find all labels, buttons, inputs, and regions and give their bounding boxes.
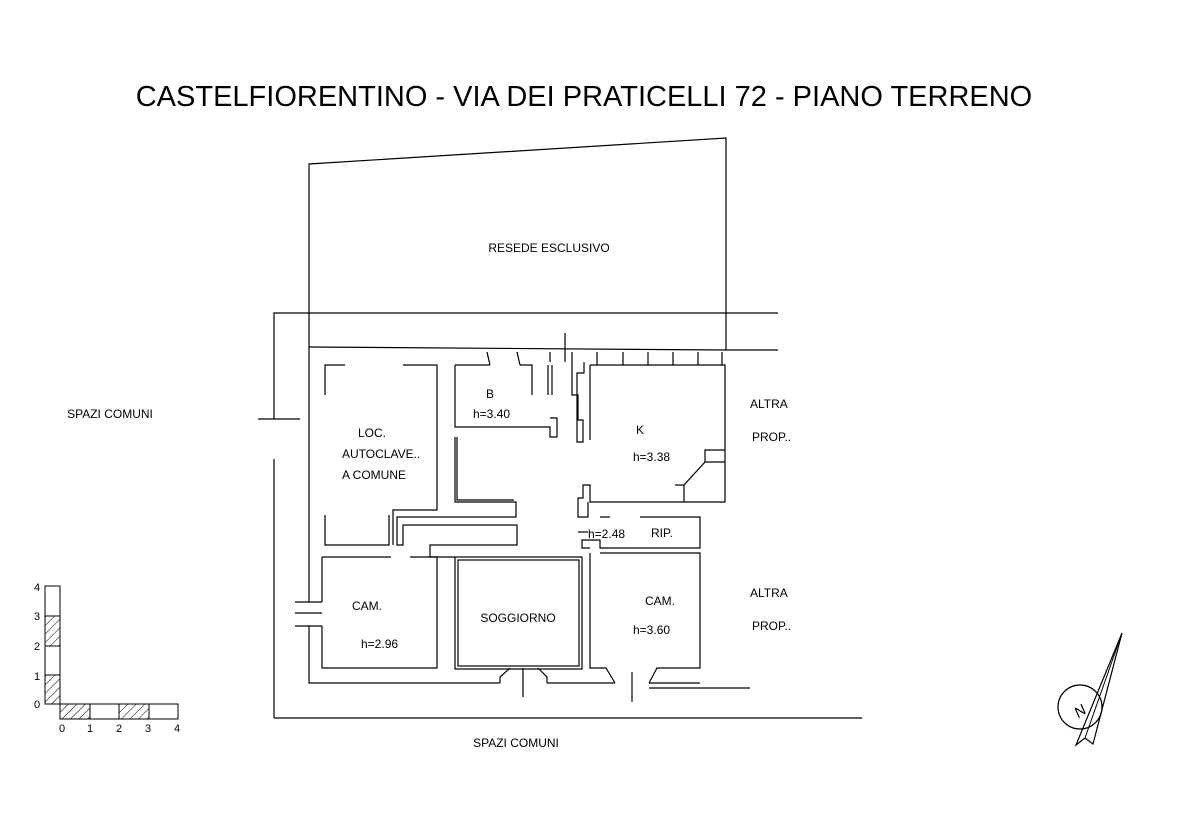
room-soggiorno [430,556,583,697]
room-height-corridoio: h=2.48 [588,527,625,541]
scale-x-tick-4: 4 [174,723,180,735]
room-label-ripostiglio: RIP. [651,526,673,540]
corridor-walls [396,352,585,557]
room-camera-left [321,556,438,669]
room-label-camera-right: CAM. [645,594,675,608]
scale-x-tick-3: 3 [145,723,151,735]
scale-y-tick-2: 2 [34,641,40,653]
room-label-autoclave: AUTOCLAVE.. [342,447,420,461]
resede-label: RESEDE ESCLUSIVO [488,241,609,255]
room-height-bagno: h=3.40 [473,407,510,421]
scale-x-tick-0: 0 [59,723,65,735]
spazi-comuni-left-label: SPAZI COMUNI [67,407,153,421]
room-camera-right [589,552,701,702]
scale-y-tick-0: 0 [34,699,40,711]
building-outline [295,346,727,684]
altra-prop-label-2: ALTRA [750,586,788,600]
room-cucina [577,352,726,518]
scale-x-tick-1: 1 [87,723,93,735]
room-label-loc: LOC. [358,426,386,440]
room-height-camera-left: h=2.96 [361,637,398,651]
scale-bar: 0 1 2 3 4 0 1 2 3 4 [34,582,180,735]
room-label-comune: A COMUNE [342,468,406,482]
plan-title: CASTELFIORENTINO - VIA DEI PRATICELLI 72… [136,81,1033,113]
scale-y-tick-4: 4 [34,582,40,594]
room-label-bagno: B [486,387,494,401]
scale-x-tick-2: 2 [116,723,122,735]
room-height-camera-right: h=3.60 [633,623,670,637]
north-arrow-icon: N [1057,632,1123,747]
room-label-cucina: K [636,423,644,437]
room-label-soggiorno: SOGGIORNO [480,611,555,625]
room-ripostiglio [578,516,701,549]
room-bagno [454,333,566,438]
altra-prop-label-2b: PROP.. [752,619,791,633]
boundary-lines [258,312,862,719]
altra-prop-label-1: ALTRA [750,397,788,411]
altra-prop-label-1b: PROP.. [752,430,791,444]
room-label-camera-left: CAM. [352,599,382,613]
room-loc-autoclave [324,364,438,546]
room-height-cucina: h=3.38 [633,450,670,464]
scale-y-tick-3: 3 [34,611,40,623]
spazi-comuni-bottom-label: SPAZI COMUNI [473,736,559,750]
scale-y-tick-1: 1 [34,671,40,683]
resede-area [308,137,727,350]
